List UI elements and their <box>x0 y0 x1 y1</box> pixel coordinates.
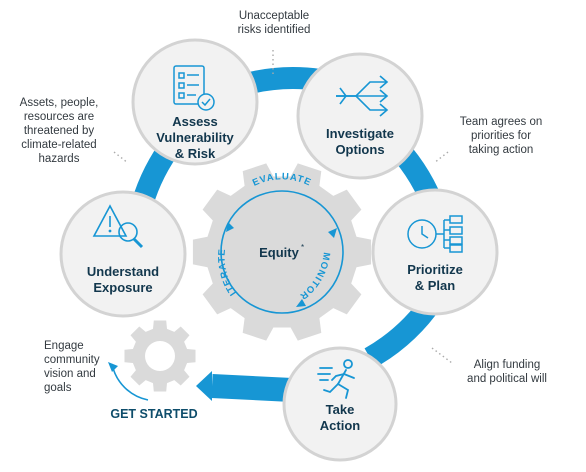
stage-investigate: Investigate Options <box>296 52 424 180</box>
note-line: priorities for <box>470 130 532 142</box>
stage-label-assess-1: Assess <box>172 114 218 129</box>
note-engage-community: Engage community vision and goals <box>44 339 116 395</box>
note-align-funding: Align funding and political will <box>452 358 562 386</box>
stage-take-action: Take Action <box>282 346 398 462</box>
ring-segment-bottom-tail <box>211 374 293 402</box>
stage-label-investigate-1: Investigate <box>326 126 394 141</box>
get-started-label: GET STARTED <box>110 407 197 421</box>
note-line: taking action <box>468 144 534 156</box>
center-label-superscript: * <box>301 243 304 252</box>
stage-label-investigate-2: Options <box>335 142 384 157</box>
stage-label-assess-2: Vulnerability <box>156 130 234 145</box>
note-line: goals <box>44 382 72 394</box>
clock-flowchart-icon <box>407 215 463 253</box>
note-line: Assets, people, <box>19 97 99 109</box>
note-line: vision and <box>44 368 96 380</box>
stage-understand: Understand Exposure <box>59 190 187 318</box>
note-line: and political will <box>467 373 547 385</box>
note-team-agrees: Team agrees on priorities for taking act… <box>448 115 554 157</box>
stage-label-take-action-1: Take <box>326 402 355 417</box>
stage-prioritize: Prioritize & Plan <box>371 188 499 316</box>
center-label: Equity <box>259 245 299 260</box>
note-line: risks identified <box>237 24 311 36</box>
stage-label-prioritize-2: & Plan <box>415 278 456 293</box>
note-assets-threatened: Assets, people, resources are threatened… <box>4 96 114 166</box>
note-line: Unacceptable <box>238 10 310 22</box>
note-line: Team agrees on <box>459 116 543 128</box>
note-line: threatened by <box>23 125 95 137</box>
get-started-gear <box>108 320 196 401</box>
note-unacceptable-risks: Unacceptable risks identified <box>228 9 320 37</box>
stage-label-understand-2: Exposure <box>93 280 152 295</box>
checklist-icon <box>173 65 215 111</box>
note-connectors <box>113 50 453 364</box>
stage-label-assess-3: & Risk <box>175 146 216 161</box>
note-line: community <box>44 354 100 366</box>
diverging-arrows-icon <box>336 75 389 117</box>
warning-magnifier-icon <box>92 204 144 249</box>
note-line: climate-related <box>21 139 97 151</box>
stage-label-understand-1: Understand <box>87 264 159 279</box>
stage-assess: Assess Vulnerability & Risk <box>131 38 259 166</box>
running-person-icon <box>317 359 355 399</box>
note-line: Engage <box>44 340 84 352</box>
stage-label-prioritize-1: Prioritize <box>407 262 463 277</box>
note-line: hazards <box>38 153 80 165</box>
note-line: resources are <box>23 111 95 123</box>
stage-label-take-action-2: Action <box>320 418 361 433</box>
note-line: Align funding <box>473 359 541 371</box>
equity-gear: EVALUATE MONITOR ITERATE Equity * <box>192 163 372 341</box>
ring-arrow-head <box>196 371 212 401</box>
